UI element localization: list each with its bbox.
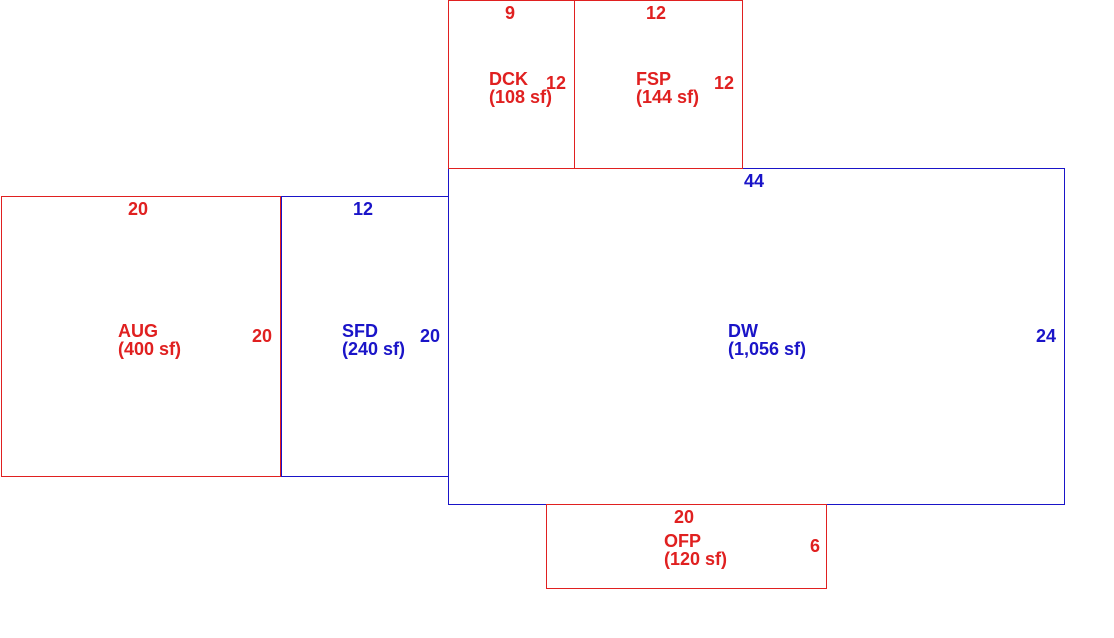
area-sfd-side-dimension: 20 xyxy=(420,326,441,346)
area-aug-outline xyxy=(1,196,281,477)
area-aug-label: AUG (400 sf) xyxy=(118,322,181,358)
area-ofp-top-dimension: 20 xyxy=(674,507,695,527)
area-fsp-top-dimension: 12 xyxy=(646,3,667,23)
area-fsp-code: FSP xyxy=(636,69,672,89)
area-dck-side-dimension: 12 xyxy=(546,73,567,93)
area-dck-top-dimension: 9 xyxy=(505,3,516,23)
area-dw-side-dimension: 24 xyxy=(1036,326,1057,346)
area-fsp-side-dimension: 12 xyxy=(714,73,735,93)
area-fsp-outline xyxy=(574,0,743,169)
area-ofp-outline xyxy=(546,504,827,589)
area-aug-side-dimension: 20 xyxy=(252,326,273,346)
area-ofp-code: OFP xyxy=(664,531,702,551)
area-dw-top-dimension: 44 xyxy=(744,171,765,191)
area-dck-code: DCK xyxy=(489,69,528,89)
area-sfd-code: SFD xyxy=(342,321,378,341)
area-dw-label: DW (1,056 sf) xyxy=(728,322,806,358)
area-ofp-size: (120 sf) xyxy=(664,549,728,569)
area-dck-size: (108 sf) xyxy=(489,87,553,107)
area-fsp-size: (144 sf) xyxy=(636,87,700,107)
area-sfd-label: SFD (240 sf) xyxy=(342,322,405,358)
area-ofp-label: OFP (120 sf) xyxy=(664,532,727,568)
area-sfd-size: (240 sf) xyxy=(342,339,406,359)
area-fsp-label: FSP (144 sf) xyxy=(636,70,699,106)
area-dw-code: DW xyxy=(728,321,758,341)
area-aug-code: AUG xyxy=(118,321,158,341)
area-ofp-side-dimension: 6 xyxy=(810,536,821,556)
area-dw-size: (1,056 sf) xyxy=(728,339,807,359)
area-aug-top-dimension: 20 xyxy=(128,199,149,219)
area-sfd-top-dimension: 12 xyxy=(353,199,374,219)
area-dck-label: DCK (108 sf) xyxy=(489,70,552,106)
area-aug-size: (400 sf) xyxy=(118,339,182,359)
